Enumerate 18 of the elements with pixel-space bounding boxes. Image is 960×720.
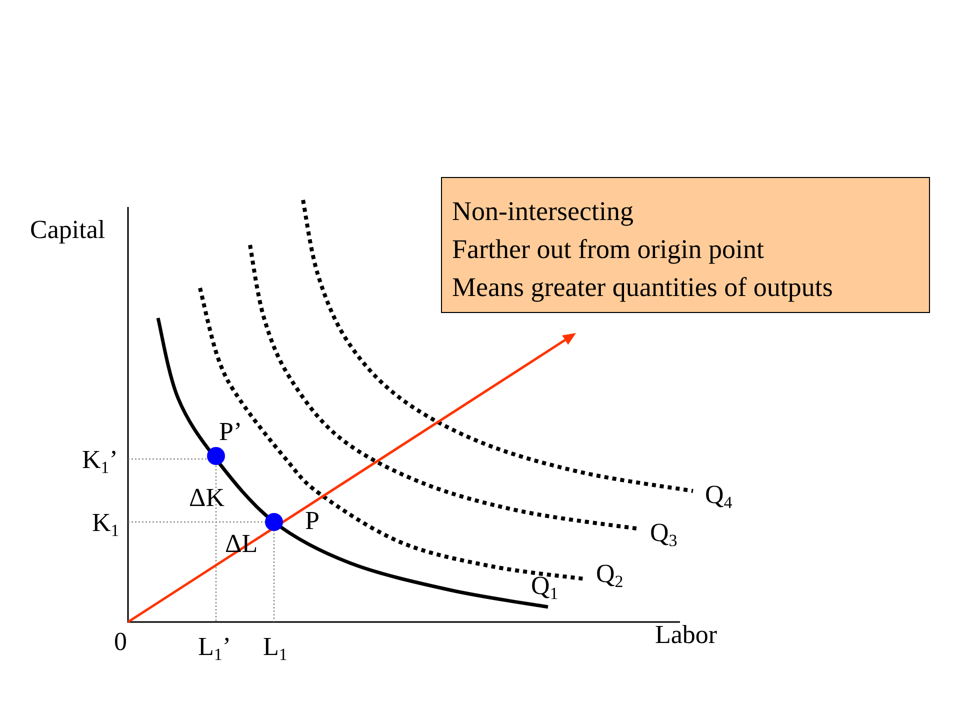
axis-title: Capital bbox=[30, 217, 106, 243]
curve-label: Q$_{2}$ bbox=[596, 561, 624, 587]
curve-label: Q$_{1}$ bbox=[531, 573, 558, 599]
point-label: P bbox=[305, 508, 320, 534]
axis-tick-label: K$_{1}$’ bbox=[82, 447, 118, 473]
axis-title: Labor bbox=[655, 622, 718, 648]
note-text: Means greater quantities of outputs bbox=[452, 271, 833, 304]
note-box bbox=[441, 177, 930, 313]
note-text: Non-intersecting bbox=[452, 195, 634, 228]
curve-label: Q$_{4}$ bbox=[705, 482, 732, 508]
axis-tick-label: 0 bbox=[114, 629, 127, 655]
point-label: P’ bbox=[219, 419, 242, 445]
change-label: ΔK bbox=[189, 485, 224, 511]
note-text: Farther out from origin point bbox=[452, 233, 764, 266]
axis-tick-label: K$_{1}$ bbox=[92, 510, 120, 536]
axis-tick-label: L$_{1}$’ bbox=[198, 634, 232, 660]
axis-tick-label: L$_{1}$ bbox=[263, 634, 288, 660]
curve-label: Q$_{3}$ bbox=[650, 520, 678, 546]
